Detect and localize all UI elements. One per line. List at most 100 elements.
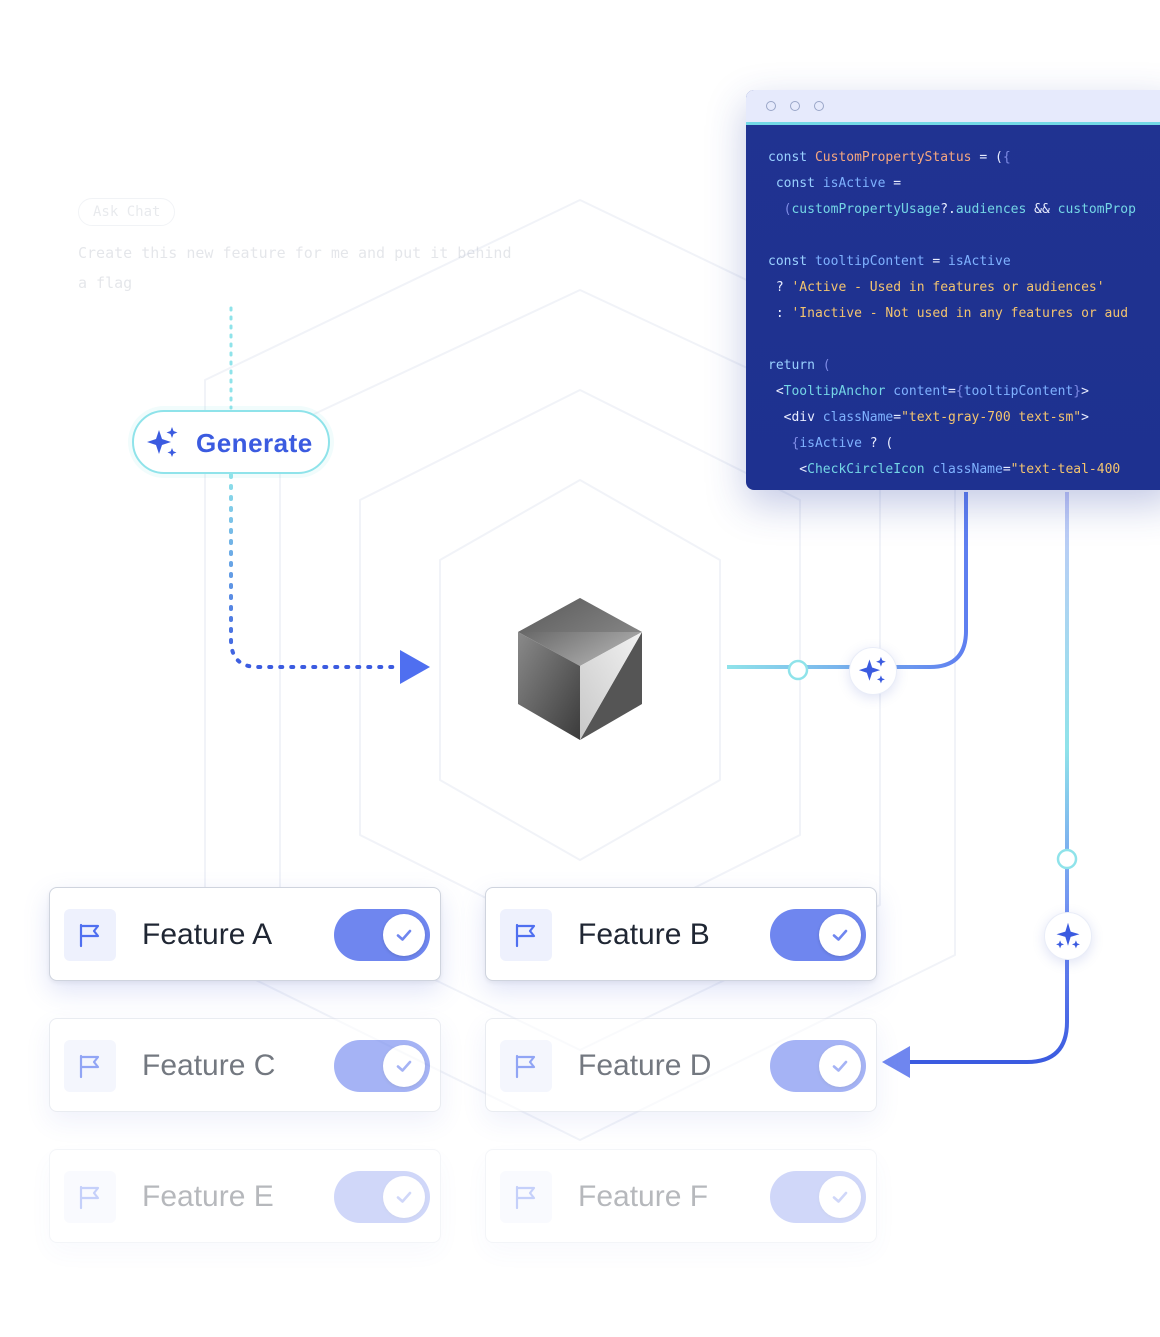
feature-name: Feature C [142, 1049, 276, 1082]
code-connector [727, 492, 968, 669]
code-token: 'Inactive - Not used in any features or … [791, 306, 1129, 321]
code-lines: const CustomPropertyStatus = ({ const is… [768, 145, 1160, 483]
arrow-left-icon [882, 1046, 910, 1078]
flag-icon [79, 1054, 100, 1079]
code-token: "text-teal-400 [1010, 462, 1121, 477]
flag-icon [515, 1185, 536, 1210]
code-token: className [932, 462, 1003, 477]
chat-prompt-panel: Ask Chat Create this new feature for me … [48, 174, 548, 320]
code-token: < [768, 462, 808, 477]
window-titlebar [746, 90, 1160, 125]
code-token: audiences [955, 202, 1027, 217]
code-line: <div className="text-gray-700 text-sm"> [768, 405, 1160, 431]
feature-name: Feature A [142, 918, 273, 951]
code-token: return [768, 358, 823, 373]
code-token: { [791, 436, 800, 451]
code-token: < [768, 384, 784, 399]
flag-icon-box [500, 1171, 552, 1223]
ai-step-node [1044, 912, 1092, 960]
flag-icon-box [500, 909, 552, 961]
check-icon [396, 1060, 412, 1072]
feature-toggle[interactable] [334, 1040, 430, 1092]
toggle-knob [819, 1176, 861, 1218]
generate-button[interactable]: Generate [132, 410, 330, 474]
check-icon [832, 1060, 848, 1072]
feature-name: Feature E [142, 1180, 274, 1213]
window-dot-icon [814, 101, 824, 111]
feature-card: Feature A [49, 887, 441, 981]
connector-node [787, 659, 809, 681]
feature-name: Feature D [578, 1049, 712, 1082]
flag-icon [515, 923, 536, 948]
code-token: "text-gray-700 text-sm" [901, 410, 1082, 425]
feature-name: Feature F [578, 1180, 709, 1213]
code-token: CheckCircleIcon [807, 462, 925, 477]
code-line: <CheckCircleIcon className="text-teal-40… [768, 457, 1160, 483]
code-token: content [893, 384, 949, 399]
code-token: = [893, 410, 902, 425]
check-icon [832, 1191, 848, 1203]
code-line: <TooltipAnchor content={tooltipContent}> [768, 379, 1160, 405]
code-token: { [1002, 150, 1011, 165]
code-token: { [955, 384, 964, 399]
feature-toggle[interactable] [334, 1171, 430, 1223]
code-token: ? ( [861, 436, 894, 451]
code-line [768, 223, 1160, 249]
ai-step-node [849, 647, 897, 695]
check-icon [396, 1191, 412, 1203]
code-token: ( [783, 202, 792, 217]
code-line [768, 327, 1160, 353]
feature-name: Feature B [578, 918, 710, 951]
feature-toggle[interactable] [334, 909, 430, 961]
connector-node [1056, 848, 1078, 870]
code-token: const [768, 254, 815, 269]
chat-badge: Ask Chat [78, 198, 176, 226]
code-token: tooltipContent [963, 384, 1074, 399]
code-token: ? [768, 280, 792, 295]
toggle-knob [819, 1045, 861, 1087]
check-icon [396, 929, 412, 941]
sparkle-icon [1056, 922, 1080, 949]
code-token: = [924, 254, 949, 269]
code-line: ? 'Active - Used in features or audience… [768, 275, 1160, 301]
feature-toggle[interactable] [770, 909, 866, 961]
code-token: ( [822, 358, 831, 373]
code-line: return ( [768, 353, 1160, 379]
code-token: const [768, 150, 815, 165]
code-line: : 'Inactive - Not used in any features o… [768, 301, 1160, 327]
code-token: > [1081, 410, 1089, 425]
toggle-knob [383, 1045, 425, 1087]
code-token: && [1026, 202, 1058, 217]
code-token: ?. [940, 202, 956, 217]
code-token: = [948, 384, 956, 399]
feature-card: Feature D [485, 1018, 877, 1112]
generate-label: Generate [196, 428, 313, 458]
feature-toggle[interactable] [770, 1040, 866, 1092]
code-line: (customPropertyUsage?.audiences && custo… [768, 197, 1160, 223]
feature-toggle[interactable] [770, 1171, 866, 1223]
code-token: <div [768, 410, 823, 425]
generate-connector [229, 473, 402, 669]
code-token: isActive [799, 436, 862, 451]
feature-connector [910, 492, 1069, 1064]
code-token: = [885, 176, 902, 191]
toggle-knob [383, 914, 425, 956]
flag-icon [515, 1054, 536, 1079]
code-line: {isActive ? ( [768, 431, 1160, 457]
code-token: const [775, 176, 823, 191]
feature-card: Feature C [49, 1018, 441, 1112]
flag-icon [79, 1185, 100, 1210]
feature-card: Feature F [485, 1149, 877, 1243]
code-token [768, 436, 791, 451]
code-token: : [768, 306, 792, 321]
code-token: className [822, 410, 894, 425]
chat-prompt-text: Create this new feature for me and put i… [78, 244, 512, 292]
code-token: 'Active - Used in features or audiences' [791, 280, 1105, 295]
flag-icon-box [500, 1040, 552, 1092]
toggle-knob [383, 1176, 425, 1218]
code-line: const tooltipContent = isActive [768, 249, 1160, 275]
code-token: isActive [948, 254, 1011, 269]
flag-icon-box [64, 909, 116, 961]
code-token: tooltipContent [814, 254, 925, 269]
check-icon [832, 929, 848, 941]
